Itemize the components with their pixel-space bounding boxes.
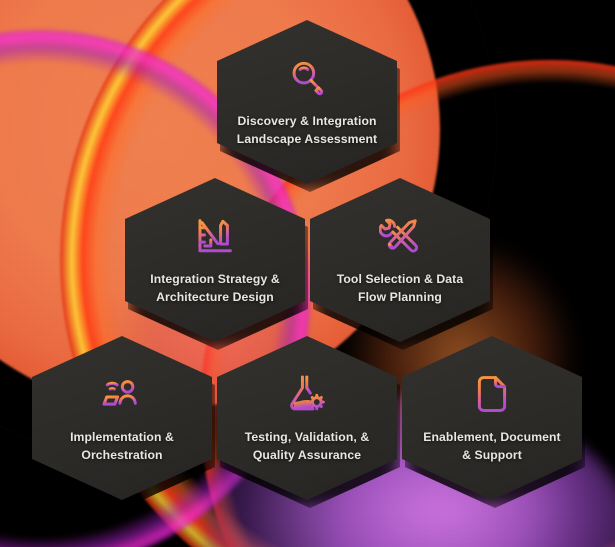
ruler-pencil-chart-icon xyxy=(198,218,232,252)
hex-label-strategy: Integration Strategy & Architecture Desi… xyxy=(150,271,280,304)
person-laptop-signal-icon xyxy=(101,379,137,409)
hex-label-discovery: Discovery & Integration Landscape Assess… xyxy=(236,113,378,146)
hex-label-tooling: Tool Selection & Data Flow Planning xyxy=(336,271,464,304)
wrench-screwdriver-icon xyxy=(379,218,419,252)
flask-gear-icon xyxy=(290,375,325,410)
hex-card-implementation[interactable]: Implementation & Orchestration xyxy=(32,336,212,500)
magnifying-glass-icon xyxy=(292,61,324,95)
hex-card-enablement[interactable]: Enablement, Document & Support xyxy=(402,336,582,500)
hex-card-testing[interactable]: Testing, Validation, & Quality Assurance xyxy=(217,336,397,500)
hex-label-implementation: Implementation & Orchestration xyxy=(70,429,174,462)
hex-label-enablement: Enablement, Document & Support xyxy=(423,429,561,462)
hex-label-testing: Testing, Validation, & Quality Assurance xyxy=(244,429,370,462)
document-lines-icon xyxy=(477,375,507,412)
